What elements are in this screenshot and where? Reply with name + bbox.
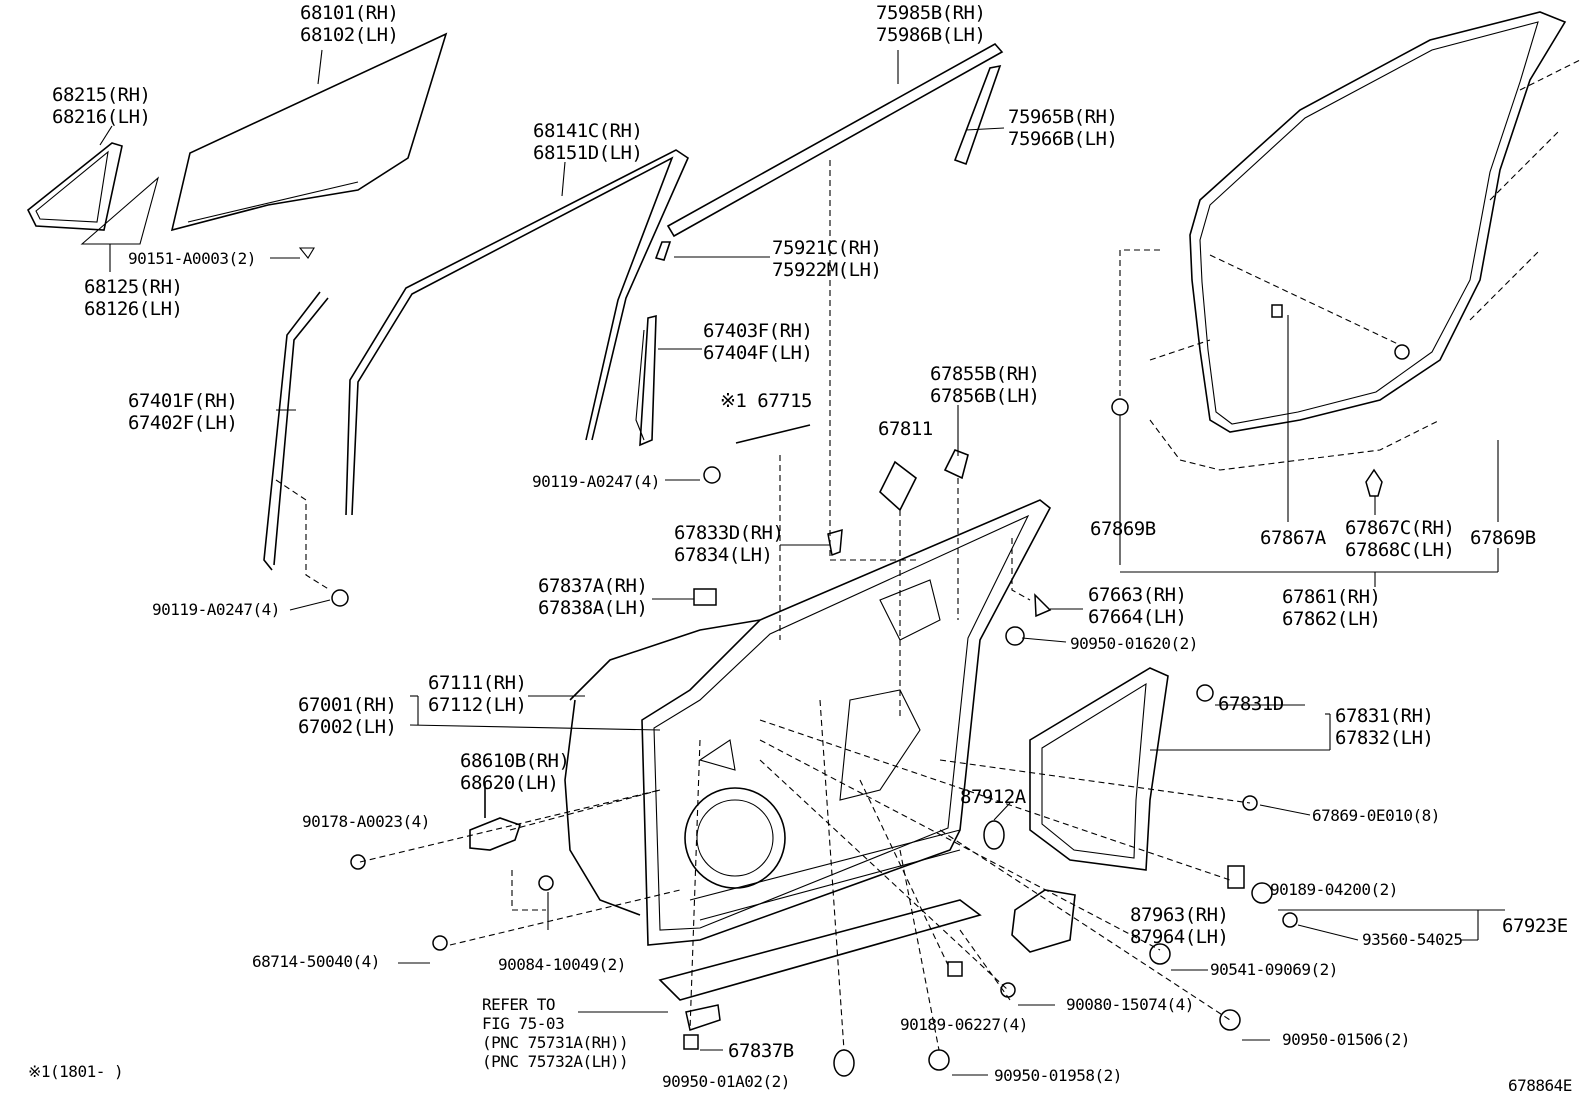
front-run-channel xyxy=(263,247,329,571)
footnote: ※1(1801- ) xyxy=(28,1062,124,1081)
label-67867c: 67867C(RH)67868C(LH) xyxy=(1345,517,1455,561)
label-68125: 68125(RH)68126(LH) xyxy=(84,276,183,320)
cushion-pad xyxy=(879,460,918,512)
door-lower-moulding xyxy=(658,899,982,1001)
door-clip xyxy=(943,448,969,480)
door-outer-panel xyxy=(564,619,761,916)
label-67837a: 67837A(RH)67838A(LH) xyxy=(538,575,648,619)
belt-moulding-end-cap xyxy=(654,241,672,261)
label-67401f: 67401F(RH)67402F(LH) xyxy=(128,390,238,434)
label-67869b-left: 67869B xyxy=(1090,518,1156,540)
belt-moulding xyxy=(666,42,1004,238)
weatherstrip-retainer xyxy=(1271,304,1283,318)
label-75965b: 75965B(RH)75966B(LH) xyxy=(1008,106,1118,150)
label-93560-54025: 93560-54025 xyxy=(1362,930,1463,949)
rear-lower-channel xyxy=(635,314,657,447)
diagram-id: 678864E xyxy=(1508,1076,1572,1095)
label-90084-10049: 90084-10049(2) xyxy=(498,955,626,974)
door-window-glass xyxy=(170,32,448,232)
door-hinge xyxy=(469,782,522,851)
label-67855b: 67855B(RH)67856B(LH) xyxy=(930,363,1040,407)
fasteners xyxy=(331,466,1298,1077)
label-90080-15074: 90080-15074(4) xyxy=(1066,995,1194,1014)
weatherstrip-clip-2 xyxy=(1394,344,1410,360)
label-67869-0e010: 67869-0E010(8) xyxy=(1312,806,1440,825)
label-68610b: 68610B(RH)68620(LH) xyxy=(460,750,570,794)
service-hole-cover xyxy=(1029,667,1169,871)
door-trim-strip xyxy=(735,424,811,444)
label-90950-01958: 90950-01958(2) xyxy=(994,1066,1122,1085)
label-90541-09069: 90541-09069(2) xyxy=(1210,960,1338,979)
label-90178: 90178-A0023(4) xyxy=(302,812,430,831)
label-67831d: 67831D xyxy=(1218,693,1284,715)
label-67831: 67831(RH)67832(LH) xyxy=(1335,705,1434,749)
door-frame-moulding xyxy=(345,149,690,516)
label-67867a: 67867A xyxy=(1260,527,1326,549)
label-68101: 68101(RH)68102(LH) xyxy=(300,2,399,46)
label-67663: 67663(RH)67664(LH) xyxy=(1088,584,1187,628)
label-90950-01620: 90950-01620(2) xyxy=(1070,634,1198,653)
label-90151: 90151-A0003(2) xyxy=(128,249,256,268)
label-67923e: 67923E xyxy=(1502,915,1568,937)
weatherstrip-clip xyxy=(1111,398,1129,416)
label-67111: 67111(RH)67112(LH) xyxy=(428,672,527,716)
label-67001: 67001(RH)67002(LH) xyxy=(298,694,397,738)
label-67715: ※1 67715 xyxy=(720,390,813,412)
pillar-garnish xyxy=(953,64,1002,166)
door-opening-weatherstrip xyxy=(1149,11,1581,471)
label-90189-04200: 90189-04200(2) xyxy=(1270,880,1398,899)
quarter-window-glass xyxy=(80,176,160,245)
speaker-bracket xyxy=(1011,889,1076,953)
label-90119-a0247-upper: 90119-A0247(4) xyxy=(532,472,660,491)
label-68215: 68215(RH)68216(LH) xyxy=(52,84,151,128)
label-87963: 87963(RH)87964(LH) xyxy=(1130,904,1229,948)
label-67837b: 67837B xyxy=(728,1040,794,1062)
label-67861: 67861(RH)67862(LH) xyxy=(1282,586,1381,630)
label-67833d: 67833D(RH)67834(LH) xyxy=(674,522,784,566)
label-75985b: 75985B(RH)75986B(LH) xyxy=(876,2,986,46)
leader-lines xyxy=(99,49,1505,1076)
label-67811: 67811 xyxy=(878,418,933,440)
label-67403f: 67403F(RH)67404F(LH) xyxy=(703,320,813,364)
label-75921c: 75921C(RH)75922M(LH) xyxy=(772,237,882,281)
door-panel-assembly xyxy=(641,499,1052,946)
label-87912a: 87912A xyxy=(960,786,1026,808)
assembly-guides xyxy=(275,160,1401,1051)
label-90950-01506: 90950-01506(2) xyxy=(1282,1030,1410,1049)
label-68141c: 68141C(RH)68151D(LH) xyxy=(533,120,643,164)
label-90119-a0247-lower: 90119-A0247(4) xyxy=(152,600,280,619)
weatherstrip-retainer-2 xyxy=(1365,468,1383,497)
label-68714-50040: 68714-50040(4) xyxy=(252,952,380,971)
quarter-window-glass-weatherstrip xyxy=(26,142,123,231)
label-67869b-right: 67869B xyxy=(1470,527,1536,549)
label-90950-01a02: 90950-01A02(2) xyxy=(662,1072,790,1091)
label-90189-06227: 90189-06227(4) xyxy=(900,1015,1028,1034)
